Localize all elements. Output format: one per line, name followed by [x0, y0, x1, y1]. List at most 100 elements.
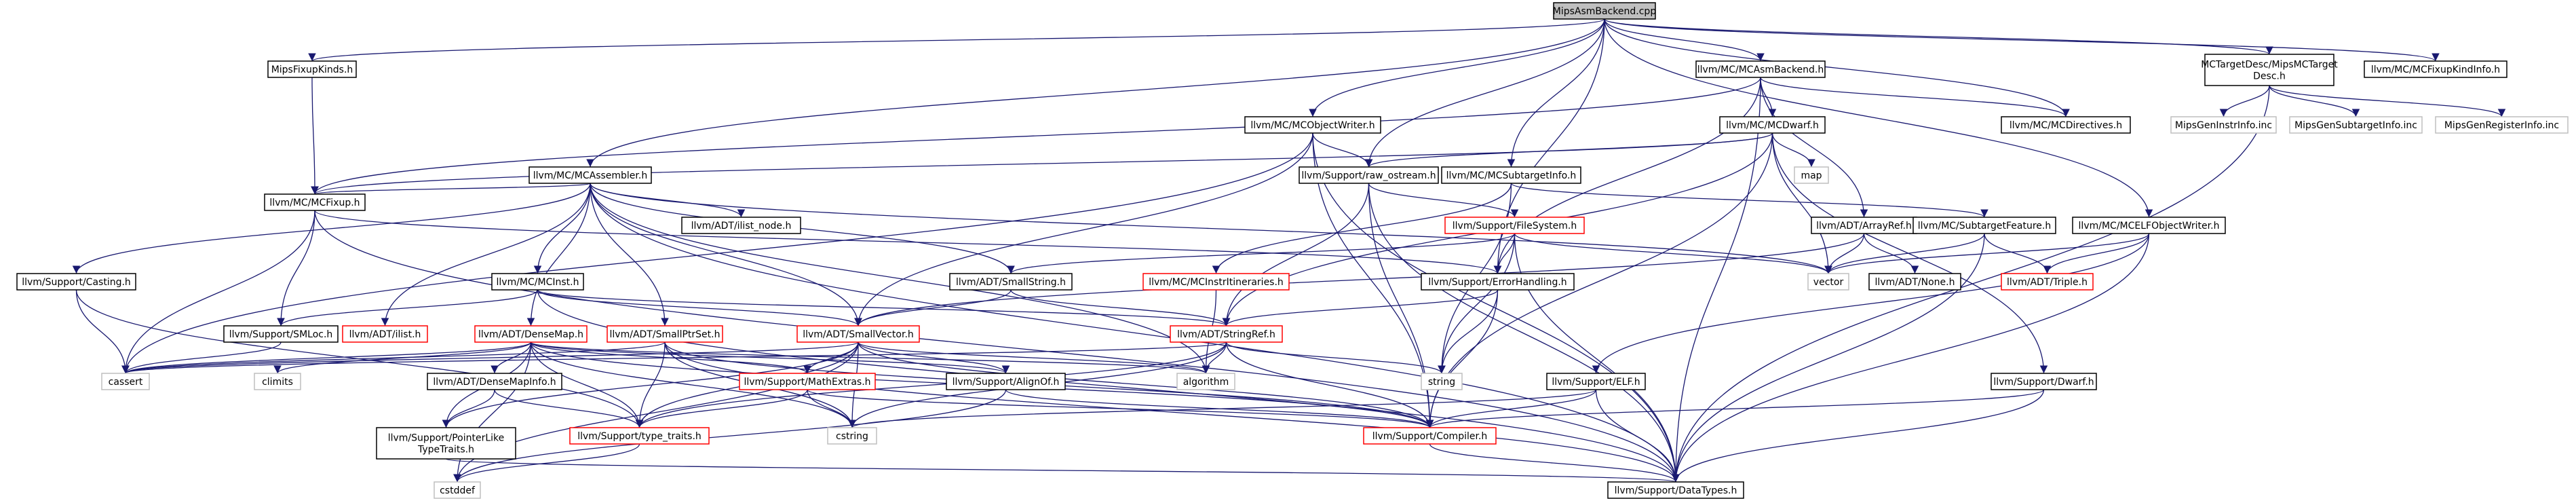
node-ilist[interactable]: llvm/ADT/ilist.h — [342, 325, 428, 343]
node-label: climits — [262, 377, 293, 388]
node-mcobjectwriter[interactable]: llvm/MC/MCObjectWriter.h — [1244, 116, 1381, 134]
node-elf[interactable]: llvm/Support/ELF.h — [1546, 373, 1646, 390]
edge-mathextras-to-compiler — [807, 389, 1434, 428]
node-box — [434, 481, 481, 499]
edge-root-to-mcsubtargetinfo — [1507, 18, 1605, 168]
edge-smallvector-to-compiler — [858, 341, 1434, 428]
edge-mcsubtargetinfo-to-subtargetfeature — [1510, 183, 1988, 218]
node-label: llvm/MC/MCDirectives.h — [2010, 120, 2122, 131]
edge-mcsubtargetinfo-to-mcinstritineraries — [1212, 183, 1512, 274]
node-box — [1991, 373, 2097, 390]
edge-raw_ostream-to-filesystem — [1368, 183, 1519, 218]
node-mcassembler[interactable]: llvm/MC/MCAssembler.h — [528, 166, 652, 184]
edge-smallvector-to-cassert — [121, 341, 859, 374]
node-mcsubtargetinfo[interactable]: llvm/MC/MCSubtargetInfo.h — [1441, 166, 1581, 184]
node-label: llvm/ADT/SmallString.h — [956, 277, 1066, 288]
node-box — [528, 166, 652, 184]
edge-errorhandling-to-compiler — [1425, 289, 1499, 428]
edge-type_traits-to-cstddef — [453, 443, 640, 483]
node-errorhandling[interactable]: llvm/Support/ErrorHandling.h — [1421, 273, 1575, 291]
node-mcdirectives[interactable]: llvm/MC/MCDirectives.h — [2001, 116, 2131, 134]
node-label: llvm/Support/raw_ostream.h — [1301, 170, 1436, 181]
node-label: llvm/MC/MCFixupKindInfo.h — [2371, 64, 2500, 75]
node-mcfixup[interactable]: llvm/MC/MCFixup.h — [264, 193, 366, 211]
edge-mcobjectwriter-to-datatypes — [1312, 132, 1680, 483]
node-casting[interactable]: llvm/Support/Casting.h — [16, 273, 136, 291]
node-climits: climits — [254, 373, 301, 390]
edge-mcelfobjectwriter-to-elf — [1592, 233, 2150, 374]
edge-mcinst-to-datatypes — [537, 289, 1680, 483]
node-triple[interactable]: llvm/ADT/Triple.h — [2001, 273, 2094, 291]
edge-stringref-to-cassert — [121, 341, 1227, 374]
edge-mcfixup-to-datatypes — [314, 210, 1680, 483]
node-string: string — [1421, 373, 1463, 390]
node-smallvector[interactable]: llvm/ADT/SmallVector.h — [796, 325, 920, 343]
edge-mcdwarf-to-compiler — [1425, 132, 1773, 428]
edge-root-to-mipsfixupkinds — [308, 18, 1605, 62]
node-densemapinfo[interactable]: llvm/ADT/DenseMapInfo.h — [427, 373, 562, 390]
node-smallptrset[interactable]: llvm/ADT/SmallPtrSet.h — [607, 325, 723, 343]
node-subtargetfeature[interactable]: llvm/MC/SubtargetFeature.h — [1912, 217, 2056, 234]
edge-mctargetdesc-to-genInstr — [2219, 85, 2270, 117]
edge-mipsfixupkinds-to-mcfixup — [311, 77, 319, 195]
node-raw_ostream[interactable]: llvm/Support/raw_ostream.h — [1299, 166, 1439, 184]
node-label: algorithm — [1183, 377, 1229, 388]
edge-densemap-to-algorithm — [530, 341, 1210, 374]
edge-mcasmbackend-to-mcdirectives — [1760, 77, 2070, 117]
edge-mcasmbackend-to-arrayref — [1760, 77, 1868, 218]
edge-arrayref-to-none — [1863, 233, 1919, 274]
edge-mcassembler-to-ilist — [381, 183, 591, 327]
edge-mcfixup-to-errorhandling — [314, 210, 1501, 274]
edge-filesystem-to-string — [1438, 233, 1516, 374]
node-mcinstritineraries[interactable]: llvm/MC/MCInstrItineraries.h — [1142, 273, 1290, 291]
node-filesystem[interactable]: llvm/Support/FileSystem.h — [1444, 217, 1585, 234]
node-mcelfobjectwriter[interactable]: llvm/MC/MCELFObjectWriter.h — [2072, 217, 2226, 234]
edge-dwarf-to-compiler — [1426, 389, 2045, 428]
node-label: string — [1428, 377, 1455, 388]
edge-densemapinfo-to-type_traits — [494, 389, 644, 428]
node-arrayref[interactable]: llvm/ADT/ArrayRef.h — [1811, 217, 1917, 234]
node-compiler[interactable]: llvm/Support/Compiler.h — [1363, 427, 1497, 445]
node-stringref[interactable]: llvm/ADT/StringRef.h — [1170, 325, 1283, 343]
edge-densemap-to-densemapinfo — [491, 341, 532, 374]
node-mcasmbackend[interactable]: llvm/MC/MCAsmBackend.h — [1695, 60, 1826, 78]
node-root[interactable]: MipsAsmBackend.cpp — [1553, 2, 1657, 20]
node-densemap[interactable]: llvm/ADT/DenseMap.h — [474, 325, 588, 343]
node-box — [267, 60, 357, 78]
node-box — [2435, 116, 2569, 134]
node-type_traits[interactable]: llvm/Support/type_traits.h — [569, 427, 710, 445]
node-label: llvm/MC/MCInst.h — [497, 277, 579, 288]
node-smallstring[interactable]: llvm/ADT/SmallString.h — [949, 273, 1073, 291]
edge-mcinst-to-smallvector — [537, 289, 862, 327]
edge-root-to-mcobjectwriter — [1309, 18, 1605, 117]
node-box — [1553, 2, 1656, 20]
edge-mcobjectwriter-to-smallvector — [854, 132, 1313, 327]
node-alignof[interactable]: llvm/Support/AlignOf.h — [946, 373, 1066, 390]
node-mcdwarf[interactable]: llvm/MC/MCDwarf.h — [1719, 116, 1826, 134]
node-mathextras[interactable]: llvm/Support/MathExtras.h — [739, 373, 876, 390]
edge-filesystem-to-vector — [1514, 233, 1832, 274]
edge-densemapinfo-to-pointerlike — [442, 389, 495, 428]
edge-mcassembler-to-mcfixup — [311, 183, 591, 195]
node-datatypes[interactable]: llvm/Support/DataTypes.h — [1607, 481, 1744, 499]
node-mcfixupkindinfo[interactable]: llvm/MC/MCFixupKindInfo.h — [2364, 60, 2507, 78]
node-dwarf[interactable]: llvm/Support/Dwarf.h — [1991, 373, 2097, 390]
node-mcinst[interactable]: llvm/MC/MCInst.h — [491, 273, 584, 291]
node-mipsfixupkinds[interactable]: MipsFixupKinds.h — [267, 60, 357, 78]
node-box — [342, 325, 428, 343]
edge-densemap-to-cstring — [530, 341, 856, 428]
node-label: MCTargetDesc/MipsMCTarget — [2201, 60, 2338, 71]
node-ilist_node[interactable]: llvm/ADT/ilist_node.h — [681, 217, 801, 234]
edge-elf-to-compiler — [1425, 389, 1597, 428]
node-box — [474, 325, 588, 343]
node-smloc[interactable]: llvm/Support/SMLoc.h — [223, 325, 339, 343]
node-none[interactable]: llvm/ADT/None.h — [1868, 273, 1961, 291]
node-box — [2001, 273, 2094, 291]
edge-mcasmbackend-to-errorhandling — [1493, 77, 1761, 274]
node-genInstr: MipsGenInstrInfo.inc — [2170, 116, 2277, 134]
node-label: llvm/ADT/SmallPtrSet.h — [610, 329, 720, 340]
node-label: llvm/ADT/Triple.h — [2007, 277, 2088, 288]
